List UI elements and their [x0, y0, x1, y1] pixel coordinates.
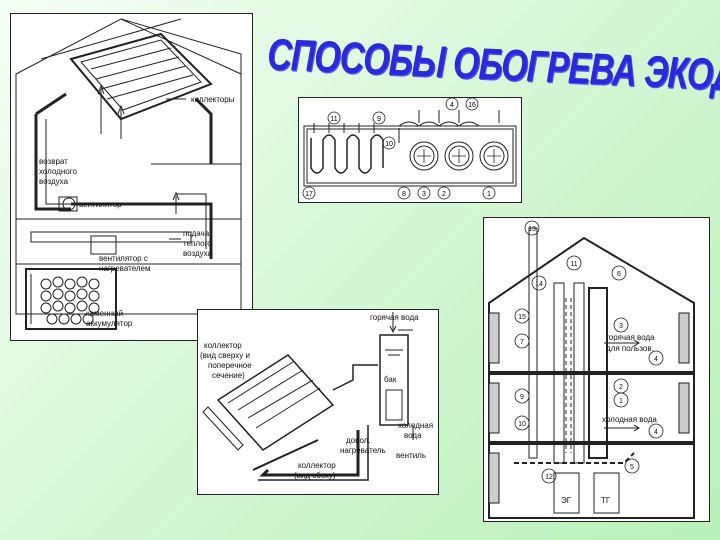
num-10: 10	[518, 421, 526, 428]
label-aux-heater-1: допол.	[346, 436, 371, 445]
num-8: 8	[402, 191, 406, 198]
page-title: СПОСОБЫ ОБОГРЕВА ЭКОДОМА	[266, 30, 720, 105]
num-9: 9	[377, 116, 381, 123]
label-fan-heater-2: нагревателем	[99, 264, 151, 273]
label-return-cold-air-2: холодного	[39, 167, 77, 176]
num-4: 4	[450, 102, 454, 109]
num-2: 2	[619, 384, 623, 391]
label-collector-side-1: коллектор	[298, 461, 336, 470]
label-warm-air-3: воздуха	[183, 249, 213, 258]
label-hot-water-use-1: горячая вода	[606, 333, 655, 342]
num-1: 1	[619, 398, 623, 405]
num-14: 14	[535, 281, 543, 288]
num-4b: 4	[654, 429, 658, 436]
label-stone-1: каменный	[86, 309, 123, 318]
roof-collector	[69, 32, 213, 121]
label-warm-air-2: теплого	[183, 239, 212, 248]
cross-section-diagram: 11 9 4 16 10 17 8 3 2 1	[298, 97, 522, 203]
num-17: 17	[305, 191, 313, 198]
label-collectors: коллекторы	[191, 95, 235, 104]
label-cold-water-1: холодная	[398, 421, 433, 430]
air-heating-diagram: коллекторы возврат холодного воздуха вен…	[10, 13, 253, 341]
label-hot-water-use-2: для пользов.	[606, 344, 654, 353]
water-heating-diagram: горячая вода коллектор (вид сверху и поп…	[197, 309, 439, 495]
num-13: 13	[528, 226, 536, 233]
label-cold-water: холодная вода	[602, 415, 657, 424]
num-16: 16	[468, 102, 476, 109]
stone-accumulator	[25, 268, 117, 330]
label-collector-top-4: сечение)	[212, 371, 245, 380]
num-12: 12	[545, 474, 553, 481]
label-hot-water: горячая вода	[370, 313, 419, 322]
label-fan: вентилятор	[79, 200, 122, 209]
label-return-cold-air-3: воздуха	[39, 177, 69, 186]
num-7: 7	[520, 339, 524, 346]
num-3: 3	[422, 191, 426, 198]
label-aux-heater-2: нагреватель	[340, 446, 386, 455]
num-11: 11	[570, 261, 577, 268]
num-9: 9	[520, 394, 524, 401]
num-11: 11	[330, 116, 337, 123]
label-eg: ЭГ	[561, 496, 572, 505]
label-valve: вентиль	[396, 451, 426, 460]
num-2: 2	[442, 191, 446, 198]
label-collector-top-3: поперечное	[208, 361, 252, 370]
label-tg: ТГ	[601, 496, 611, 505]
num-4: 4	[654, 356, 658, 363]
house-heating-diagram: 13 11 6 14 15 7 3 4 2 1 9 10 4 12 5 горя…	[483, 217, 710, 522]
label-cold-water-2: вода	[404, 431, 422, 440]
label-stone-2: аккумулятор	[86, 319, 133, 328]
num-5: 5	[630, 464, 634, 471]
num-15: 15	[518, 314, 526, 321]
label-fan-heater-1: вентилятор с	[99, 254, 148, 263]
num-3: 3	[619, 323, 623, 330]
num-10: 10	[385, 141, 393, 148]
label-collector-side-2: (вид сбоку)	[294, 471, 336, 480]
label-tank: бак	[384, 375, 397, 384]
label-warm-air-1: подача	[183, 229, 210, 238]
num-6: 6	[617, 271, 621, 278]
label-return-cold-air-1: возврат	[39, 157, 68, 166]
label-collector-top-1: коллектор	[204, 341, 242, 350]
label-collector-top-2: (вид сверху и	[200, 351, 250, 360]
num-1: 1	[487, 191, 491, 198]
